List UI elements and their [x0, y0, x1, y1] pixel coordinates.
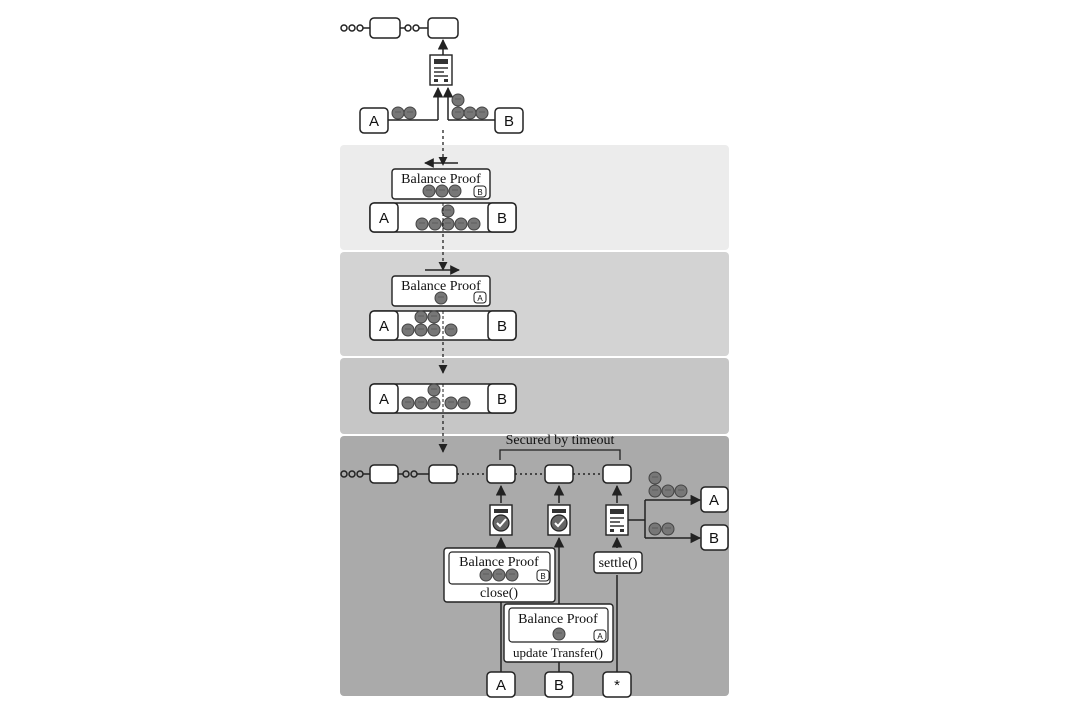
block [602, 464, 632, 484]
deposit-b-coins [451, 93, 489, 120]
close-call: Balance Proof B close() [443, 547, 556, 603]
block [544, 464, 574, 484]
contract-document-icon [429, 54, 453, 86]
secured-by-timeout-label: Secured by timeout [506, 433, 615, 448]
signer-a-badge: A [477, 294, 483, 303]
block [369, 464, 399, 484]
payout-party-a: A [700, 486, 729, 513]
party-b-label: B [554, 677, 564, 694]
party-b-label: B [504, 113, 514, 130]
party-a-top: A [359, 107, 389, 134]
update-transfer-call: Balance Proof A update Transfer() [503, 603, 614, 663]
party-a-label: A [369, 113, 379, 130]
balance-proof-title: Balance Proof [459, 555, 539, 570]
update-transfer-label: update Transfer() [513, 645, 603, 660]
deposit-a-coins [391, 106, 417, 120]
timeout-bracket [499, 449, 621, 460]
block [428, 464, 458, 484]
balance-proof-title: Balance Proof [401, 279, 481, 294]
settle-call: settle() [593, 551, 643, 574]
balance-proof-title: Balance Proof [401, 172, 481, 187]
party-a-label: A [379, 391, 389, 408]
payout-party-b: B [700, 524, 729, 551]
party-a-label: A [379, 210, 389, 227]
block [427, 17, 459, 39]
settle-document-icon [605, 504, 629, 536]
blockchain-bottom [340, 464, 632, 484]
anyone-label: * [614, 677, 620, 694]
signer-b-badge: B [540, 572, 545, 581]
caller-a: A [486, 671, 516, 698]
caller-anyone: * [602, 671, 632, 698]
blockchain-top [340, 17, 459, 39]
party-a-label: A [496, 677, 506, 694]
party-b-label: B [497, 318, 507, 335]
party-b-label: B [497, 391, 507, 408]
balance-proof-a: Balance Proof A [391, 275, 491, 307]
channel-state-3: A B [369, 383, 517, 414]
balance-proof-title: Balance Proof [518, 612, 598, 627]
block [486, 464, 516, 484]
signer-a-badge: A [597, 632, 603, 641]
balance-proof-b: Balance Proof B [391, 168, 491, 200]
party-b-top: B [494, 107, 524, 134]
block [369, 17, 401, 39]
caller-b: B [544, 671, 574, 698]
channel-state-2: A B [369, 310, 517, 341]
verified-document-icon [547, 504, 571, 536]
channel-state-1: A B [369, 202, 517, 233]
panel-step-3 [340, 358, 729, 434]
signer-b-badge: B [477, 188, 482, 197]
close-function-label: close() [480, 586, 518, 601]
party-a-label: A [379, 318, 389, 335]
party-a-label: A [709, 492, 719, 509]
settle-function-label: settle() [599, 556, 638, 571]
party-b-label: B [709, 530, 719, 547]
verified-document-icon [489, 504, 513, 536]
party-b-label: B [497, 210, 507, 227]
